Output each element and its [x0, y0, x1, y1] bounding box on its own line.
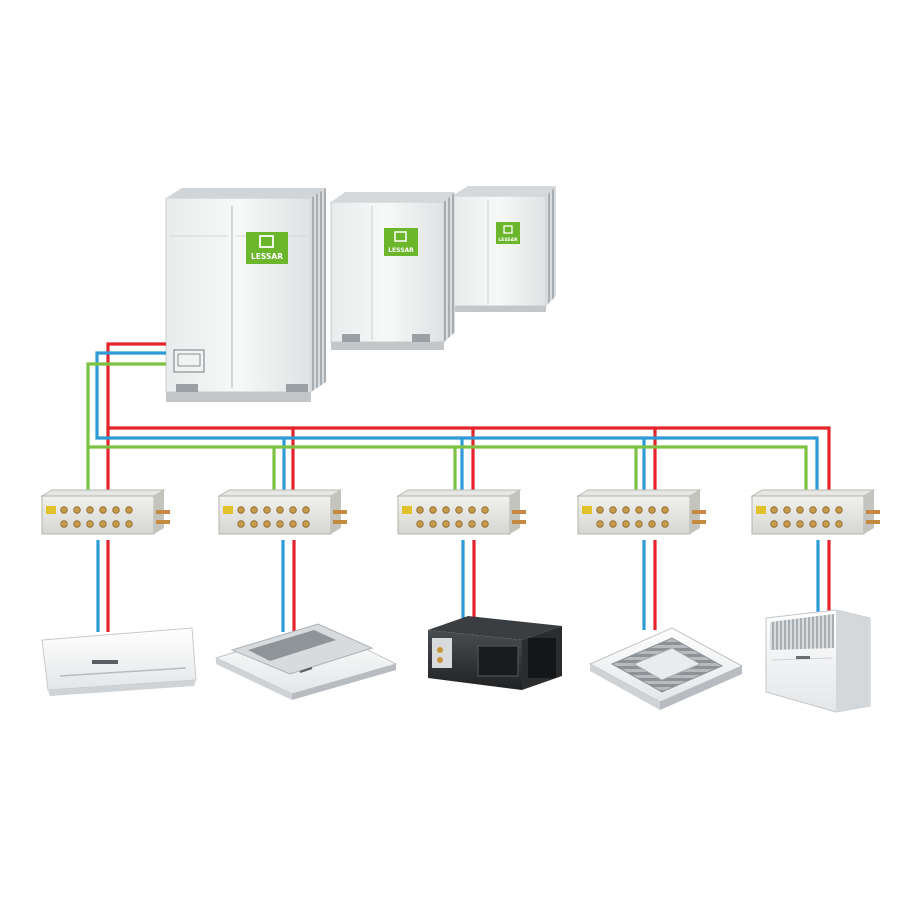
valve-port — [250, 520, 258, 528]
indoor-units — [41, 609, 871, 713]
valve-port — [796, 506, 804, 514]
logo-text: LESSAR — [251, 252, 283, 261]
outdoor-unit-3: LESSAR — [451, 186, 556, 312]
valve-port — [250, 506, 258, 514]
valve-port — [429, 520, 437, 528]
branch-box-5 — [750, 489, 880, 535]
valve-port — [481, 520, 489, 528]
valve-port — [276, 506, 284, 514]
drop-pipes — [96, 540, 831, 632]
valve-port — [622, 520, 630, 528]
valve-port — [112, 506, 120, 514]
branch-box-2 — [217, 489, 347, 535]
valve-port — [809, 506, 817, 514]
branch-label — [402, 506, 412, 514]
valve-port — [770, 506, 778, 514]
valve-port — [73, 506, 81, 514]
valve-port — [596, 506, 604, 514]
valve-port — [73, 520, 81, 528]
valve-port — [455, 520, 463, 528]
logo-icon — [503, 225, 513, 234]
valve-port — [770, 520, 778, 528]
branch-label — [756, 506, 766, 514]
valve-port — [237, 506, 245, 514]
branch-box-4 — [576, 489, 706, 535]
valve-port — [416, 520, 424, 528]
valve-port — [237, 520, 245, 528]
valve-port — [481, 506, 489, 514]
branch-label — [46, 506, 56, 514]
valve-port — [835, 506, 843, 514]
valve-port — [796, 520, 804, 528]
valve-port — [302, 506, 310, 514]
valve-port — [661, 520, 669, 528]
branch-label — [223, 506, 233, 514]
valve-port — [289, 520, 297, 528]
valve-port — [289, 506, 297, 514]
valve-port — [442, 506, 450, 514]
valve-port — [455, 506, 463, 514]
valve-port — [468, 520, 476, 528]
logo-icon — [394, 231, 407, 242]
outdoor-unit-1: LESSAR — [165, 188, 326, 402]
valve-port — [263, 520, 271, 528]
valve-port — [125, 506, 133, 514]
valve-port — [442, 520, 450, 528]
valve-port — [596, 520, 604, 528]
valve-port — [86, 520, 94, 528]
valve-port — [609, 506, 617, 514]
valve-port — [783, 506, 791, 514]
valve-port — [648, 506, 656, 514]
logo-icon — [259, 235, 274, 248]
indoor-unit-floor-ceiling — [765, 609, 871, 713]
valve-port — [99, 506, 107, 514]
valve-port — [416, 506, 424, 514]
valve-port — [822, 520, 830, 528]
outdoor-units: LESSAR LESSAR LESSAR — [165, 186, 556, 402]
indoor-unit-wall-mounted — [41, 627, 197, 696]
outdoor-unit-2: LESSAR — [330, 192, 455, 350]
oil-equalizer-line — [86, 362, 808, 492]
valve-port — [635, 520, 643, 528]
branch-boxes — [40, 489, 880, 535]
branch-box-3 — [396, 489, 526, 535]
valve-port — [648, 520, 656, 528]
logo-text: LESSAR — [388, 247, 414, 254]
valve-port — [429, 506, 437, 514]
valve-port — [276, 520, 284, 528]
valve-port — [60, 506, 68, 514]
valve-port — [125, 520, 133, 528]
valve-port — [622, 506, 630, 514]
valve-port — [835, 520, 843, 528]
branch-label — [582, 506, 592, 514]
indoor-unit-one-way-cassette — [214, 623, 398, 700]
logo-badge — [246, 232, 288, 264]
valve-port — [822, 506, 830, 514]
valve-port — [468, 506, 476, 514]
valve-port — [783, 520, 791, 528]
valve-port — [99, 520, 107, 528]
valve-port — [86, 506, 94, 514]
valve-port — [609, 520, 617, 528]
valve-port — [302, 520, 310, 528]
valve-port — [263, 506, 271, 514]
indoor-unit-ducted — [428, 616, 562, 690]
refrigerant-piping — [86, 342, 831, 632]
valve-port — [661, 506, 669, 514]
indoor-unit-four-way-cassette — [588, 627, 744, 710]
valve-port — [635, 506, 643, 514]
valve-port — [112, 520, 120, 528]
branch-box-1 — [40, 489, 170, 535]
logo-text: LESSAR — [498, 237, 518, 243]
valve-port — [60, 520, 68, 528]
valve-port — [809, 520, 817, 528]
